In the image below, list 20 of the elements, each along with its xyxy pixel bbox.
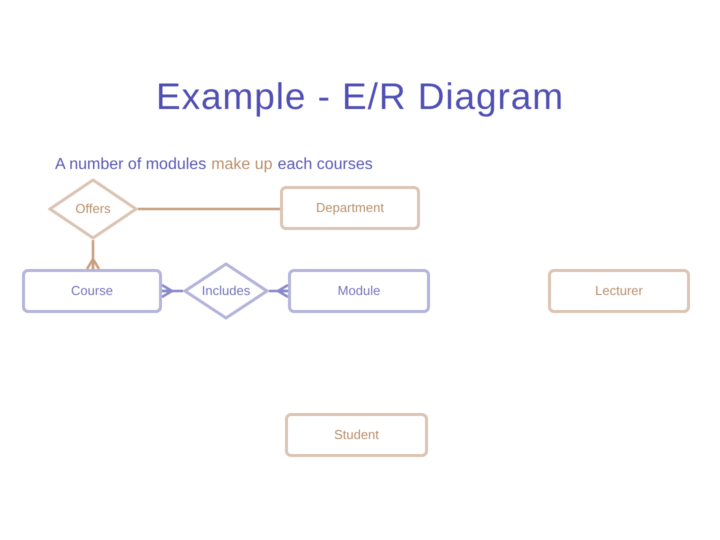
entity-box (280, 186, 420, 230)
relationship-label: Includes (202, 282, 250, 300)
entity-box (22, 269, 162, 313)
connector-line (138, 208, 280, 210)
entity-label: Module (338, 282, 380, 300)
entity-label: Department (316, 199, 384, 218)
connector-line (269, 284, 290, 298)
subtitle-text: make up (211, 155, 273, 175)
entity-box (285, 413, 428, 457)
connector-line (86, 240, 100, 270)
subtitle-text: A number of modules (55, 155, 206, 175)
relationship-label: Offers (75, 200, 111, 218)
slide-title: Example - E/R Diagram (156, 75, 564, 119)
connector-line (160, 284, 183, 298)
entity-label: Student (334, 426, 379, 444)
entity-label: Lecturer (595, 282, 643, 300)
entity-label: Course (71, 282, 113, 300)
subtitle-text: each courses (278, 155, 373, 175)
entity-box (288, 269, 430, 313)
entity-box (548, 269, 690, 313)
